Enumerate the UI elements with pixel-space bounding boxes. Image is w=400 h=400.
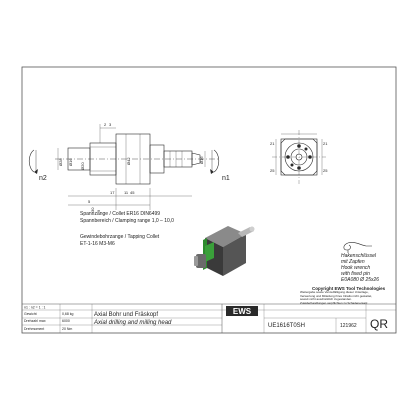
render-body-side <box>223 234 246 276</box>
dim-d16-left: Ø16 <box>68 158 73 166</box>
front-view <box>272 130 326 184</box>
dim-9: 9 <box>96 209 101 212</box>
render-nut <box>196 254 206 268</box>
bolt-hole <box>286 155 290 159</box>
rotation-arrow-n2 <box>28 149 38 174</box>
bolt-hole <box>297 166 301 170</box>
flange-inner-ring <box>290 148 308 166</box>
dim-face-25-right: 25 <box>323 168 328 173</box>
bolt-hole <box>304 147 308 151</box>
dim-d28: Ø28 <box>58 158 63 166</box>
dim-30: 30 <box>90 207 95 212</box>
bolt-hole <box>297 144 301 148</box>
wrench-line-3: Hook wrench <box>341 265 371 271</box>
ews-logo-box <box>226 306 258 316</box>
spec-tapping-range: ET-1-16 M3-M6 <box>80 241 115 247</box>
shaft-tip <box>191 152 201 166</box>
speed-value: 6000 <box>62 319 70 323</box>
dim-d16-right: Ø16 <box>199 156 204 164</box>
dim-face-21-left: 21 <box>270 141 275 146</box>
drawing-number: 121962 <box>340 323 357 329</box>
part-number: UE1616T0SH <box>268 323 305 329</box>
render-shaft-tip <box>249 226 255 232</box>
wrench-line-1: Hakenschlüssel <box>341 253 377 259</box>
copyright-line-1: Copyright EWS Tool Technologies <box>312 286 386 291</box>
copyright-line-3: Verwertung und Mitteilung ihres Inhalts … <box>300 293 373 298</box>
flange-chamfer <box>280 138 318 176</box>
render-nut-face <box>194 256 198 266</box>
dim-45: 45 <box>130 190 135 195</box>
speed-label: Drehzahl max <box>24 319 46 323</box>
bolt-hole <box>290 163 294 167</box>
torque-label: Drehmoment <box>24 327 44 331</box>
torque-value: 20 Nm <box>62 327 72 331</box>
ratio-text: n1 : n2 = 1 : 1 <box>24 306 46 310</box>
spec-tapping-title: Gewindebohrzange / Tapping Collet <box>80 234 160 240</box>
flange-outer-ring <box>284 142 314 172</box>
title-block <box>22 303 396 333</box>
spec-clamping: Spannbereich / Clamping range 1,0 – 10,0 <box>80 218 174 224</box>
dim-face-21-right: 21 <box>323 141 328 146</box>
dim-top-2: 2 <box>104 122 107 127</box>
dim-d42: Ø42 <box>126 157 131 165</box>
copyright-line-4: soweit nicht ausdrücklich zugestanden. <box>300 297 353 301</box>
title-en: Axial drilling and milling head <box>93 320 172 326</box>
wrench-line-4: with fixed pin <box>341 271 370 277</box>
wrench-line-2: mit Zapfen <box>341 259 365 265</box>
copyright-line-5: Zuwiderhandlungen verpflichten zu Schade… <box>300 300 369 305</box>
copyright-line-2: Weitergabe sowie Vervielfältigung dieser… <box>300 290 369 294</box>
side-view <box>55 124 220 210</box>
dim-17: 17 <box>110 190 115 195</box>
ews-logo: EWS <box>233 307 252 316</box>
hook-wrench-icon <box>343 242 372 253</box>
qr-label: QR <box>370 317 388 331</box>
render-body-top <box>205 226 246 247</box>
spec-collet: Spannzange / Collet ER16 DIN6499 <box>80 211 161 217</box>
dim-5: 5 <box>88 199 91 204</box>
dim-11: 11 <box>124 190 129 195</box>
label-n1: n1 <box>222 175 230 182</box>
wrench-line-5: E0A080 Ø 25x26 <box>341 277 380 283</box>
sheet-border <box>21 66 397 334</box>
render-green-face <box>205 242 214 262</box>
rotation-arrow-n1 <box>210 149 220 174</box>
weight-label: Gewicht <box>24 312 37 316</box>
label-n2: n2 <box>39 175 47 182</box>
tool-3d-render <box>194 226 255 276</box>
weight-value: 0,68 kg <box>62 312 74 316</box>
title-de: Axial Bohr und Fräskopf <box>94 312 158 318</box>
dim-top-3: 3 <box>109 122 112 127</box>
dim-d20: Ø20 <box>80 162 85 170</box>
bore <box>295 153 303 161</box>
dim-face-25-left: 25 <box>270 168 275 173</box>
bolt-hole <box>308 155 312 159</box>
